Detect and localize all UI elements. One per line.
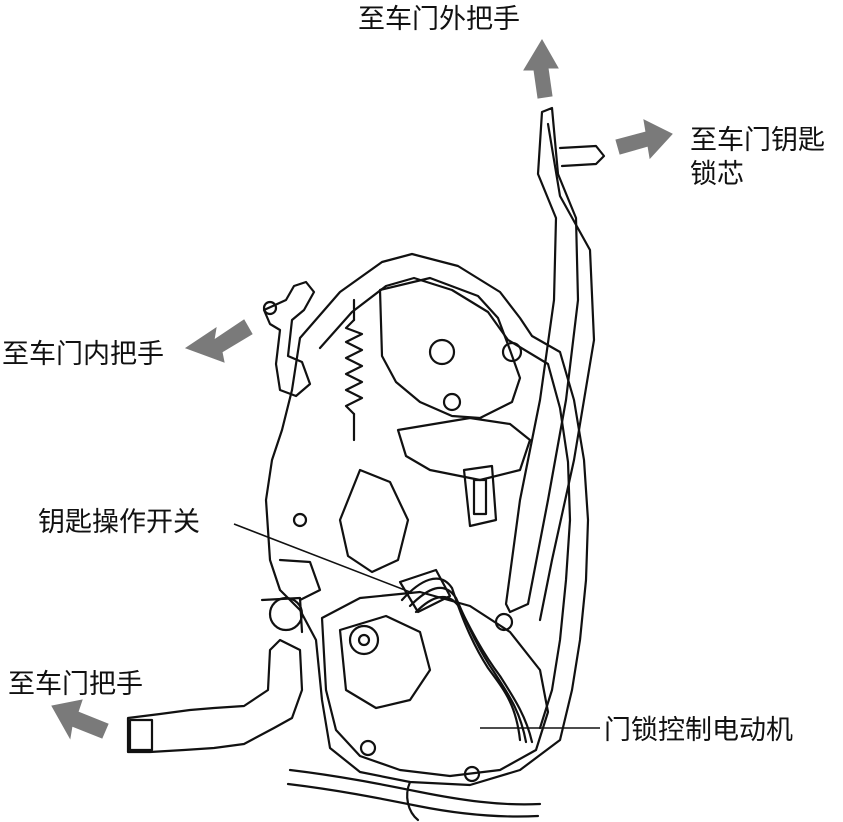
latch-pivot bbox=[428, 338, 456, 366]
cam-lever bbox=[338, 468, 410, 574]
lock-housing-outline bbox=[264, 252, 590, 787]
lever-pivot bbox=[501, 341, 523, 363]
bottom-harness bbox=[288, 768, 542, 806]
linkage-arm bbox=[396, 416, 532, 482]
label-key-cylinder: 至车门钥匙 bbox=[690, 125, 825, 156]
label-inner-handle: 至车门内把手 bbox=[2, 339, 164, 370]
motor-gear bbox=[348, 624, 380, 656]
inner-handle-link bbox=[262, 280, 316, 398]
lock-housing-inner bbox=[318, 276, 572, 730]
label-lock-motor: 门锁控制电动机 bbox=[604, 715, 793, 746]
door-handle-bracket bbox=[126, 638, 304, 754]
arrow-door-handle-icon bbox=[51, 699, 109, 740]
arrow-outer-handle-icon bbox=[523, 39, 559, 99]
label-outer-handle: 至车门外把手 bbox=[358, 4, 520, 35]
lock-spring bbox=[344, 318, 364, 416]
label-key-switch: 钥匙操作开关 bbox=[38, 507, 200, 538]
key-switch-body bbox=[398, 568, 452, 614]
key-cylinder-rod bbox=[558, 144, 606, 168]
latch-pivot-small bbox=[442, 392, 462, 412]
key-switch-leader bbox=[233, 523, 411, 593]
wire-bundle bbox=[400, 577, 522, 742]
label-key-cylinder-2: 锁芯 bbox=[690, 159, 744, 190]
label-door-handle: 至车门把手 bbox=[8, 669, 143, 700]
arrow-inner-handle-icon bbox=[184, 319, 253, 363]
slot-guide bbox=[462, 464, 498, 528]
motor-housing bbox=[320, 590, 550, 778]
latch-plate bbox=[378, 276, 522, 420]
screw-1 bbox=[359, 739, 377, 757]
arrow-key-cylinder-icon bbox=[615, 119, 673, 160]
outer-handle-rod bbox=[504, 106, 580, 614]
screw-2 bbox=[463, 765, 481, 783]
